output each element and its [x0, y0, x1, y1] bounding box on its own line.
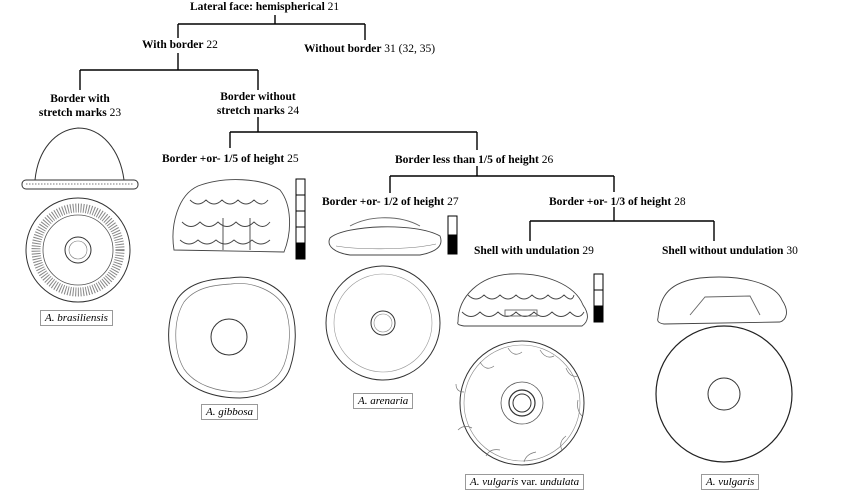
undulata-scale-bar	[593, 273, 604, 323]
arenaria-apical-drawing	[325, 265, 441, 381]
species-label-brasiliensis: A. brasiliensis	[40, 310, 113, 326]
species-label-undulata: A. vulgaris var. undulata	[465, 474, 585, 490]
node-30: Shell without undulation 30	[662, 245, 798, 257]
node-21: Lateral face: hemispherical 21	[190, 1, 340, 13]
gibbosa-apical-drawing	[168, 276, 296, 399]
species-label-arenaria: A. arenaria	[353, 393, 414, 409]
brasiliensis-lateral-drawing	[21, 127, 139, 190]
node-22: With border 22	[142, 39, 218, 51]
gibbosa-scale-bar	[295, 178, 306, 260]
species-label-vulgaris: A. vulgaris	[701, 474, 760, 490]
vulgaris-apical-drawing	[655, 325, 793, 463]
node-28: Border +or- 1/3 of height 28	[549, 196, 686, 208]
undulata-lateral-drawing	[457, 273, 588, 327]
tree-connectors	[79, 15, 715, 241]
node-26: Border less than 1/5 of height 26	[395, 154, 554, 166]
arenaria-scale-bar	[447, 215, 458, 255]
node-29: Shell with undulation 29	[474, 245, 594, 257]
node-31: Without border 31 (32, 35)	[304, 43, 436, 55]
brasiliensis-apical-drawing	[25, 197, 131, 303]
node-25: Border +or- 1/5 of height 25	[162, 153, 299, 165]
node-27: Border +or- 1/2 of height 27	[322, 196, 459, 208]
undulata-apical-drawing	[455, 340, 585, 466]
vulgaris-lateral-drawing	[657, 276, 787, 325]
arenaria-lateral-drawing	[328, 217, 442, 256]
species-label-gibbosa: A. gibbosa	[201, 404, 259, 420]
gibbosa-lateral-drawing	[172, 179, 291, 253]
